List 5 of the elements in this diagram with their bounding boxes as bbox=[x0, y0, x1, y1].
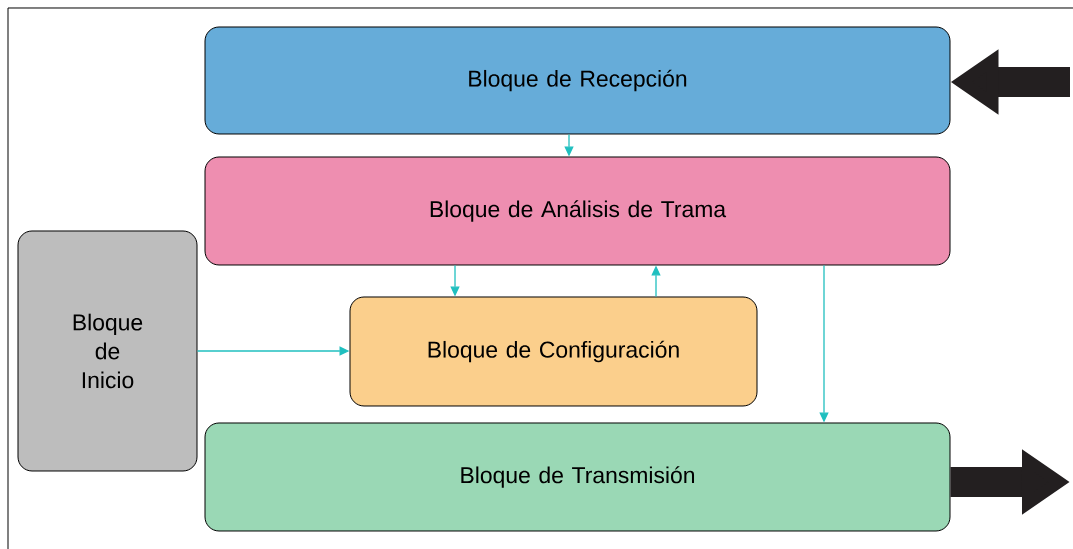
block-box: Bloque de Transmisión bbox=[204, 422, 951, 532]
block-box: Bloque de Configuración bbox=[349, 296, 758, 407]
block-box: Bloque de Inicio bbox=[17, 230, 198, 472]
block-box: Bloque de Análisis de Trama bbox=[204, 156, 951, 266]
block-box: Bloque de Recepción bbox=[204, 26, 951, 135]
